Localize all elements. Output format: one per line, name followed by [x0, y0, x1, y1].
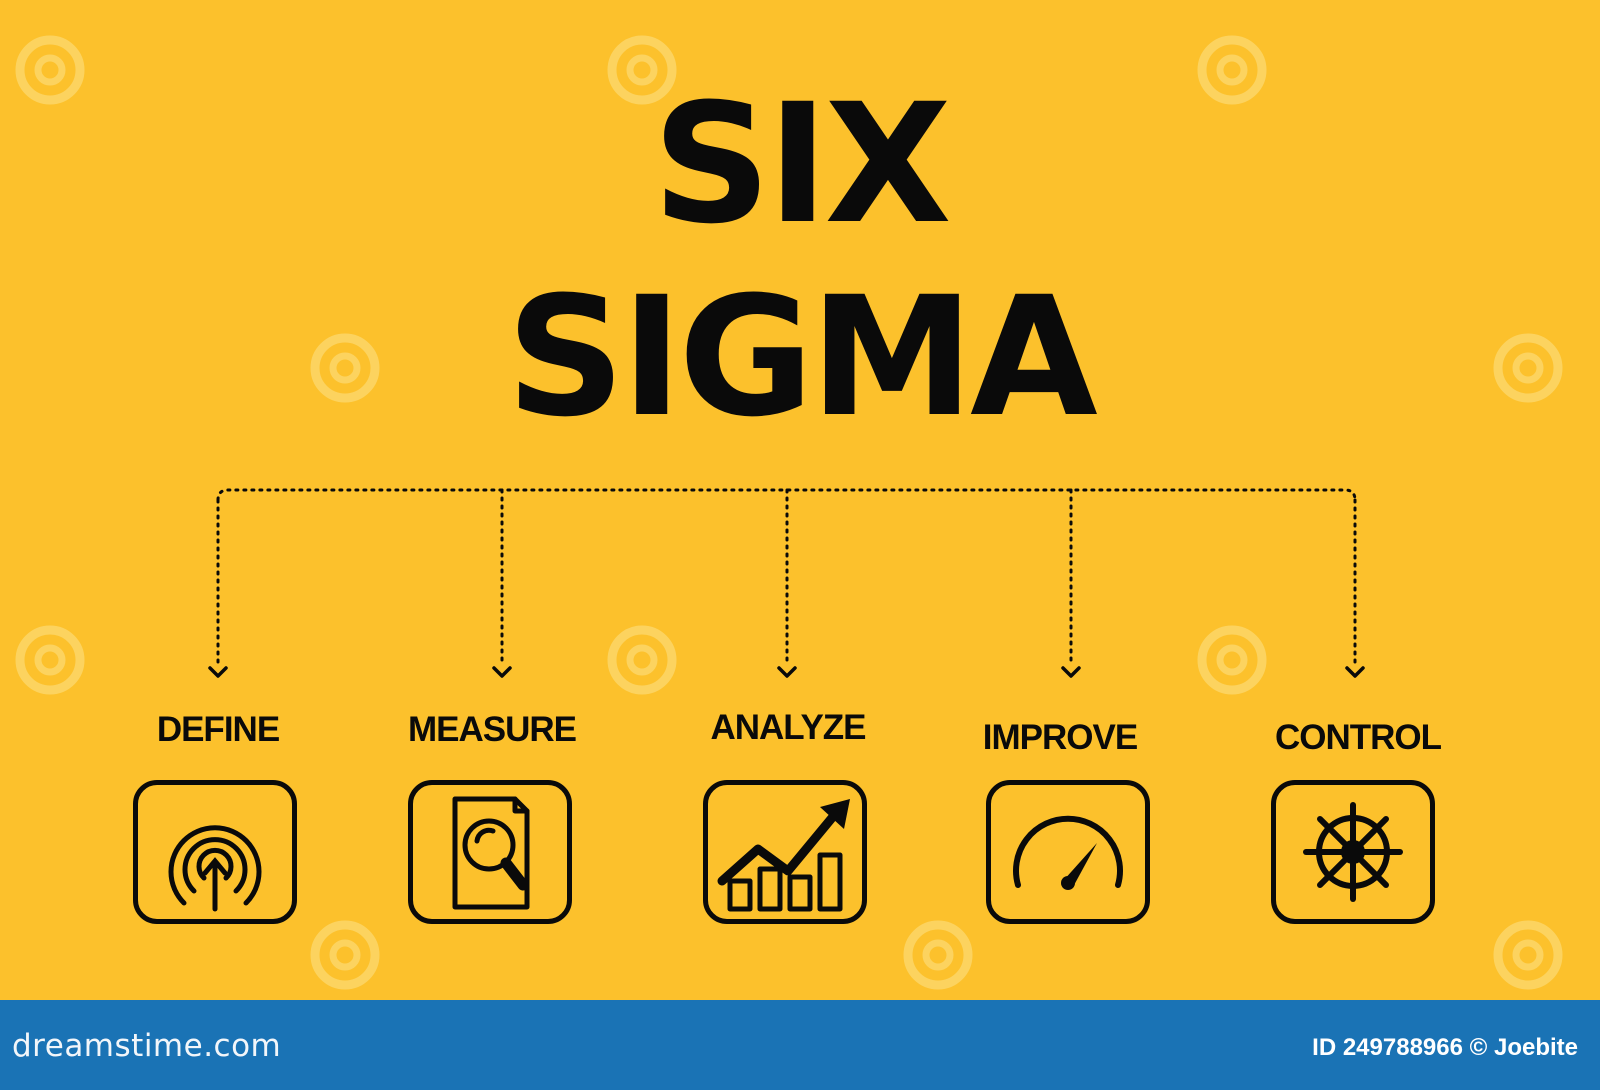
analyze-growth-chart-icon	[717, 799, 850, 912]
watermark-swirl-icon	[15, 35, 85, 105]
footer-credit: ID 249788966 © Joebite	[1312, 1034, 1578, 1061]
arrowhead-analyze	[777, 666, 797, 678]
watermark-swirl-icon	[607, 35, 677, 105]
improve-gauge-icon	[1013, 815, 1123, 890]
define-signal-icon	[168, 825, 262, 912]
watermark-swirl-icon	[1197, 35, 1267, 105]
step-label-measure: MEASURE	[407, 710, 577, 749]
step-label-improve: IMPROVE	[982, 718, 1138, 757]
watermark-swirl-icon	[310, 333, 380, 403]
title-line-1: SIX	[652, 68, 951, 260]
step-box-analyze	[703, 780, 867, 924]
step-label-control: CONTROL	[1274, 718, 1442, 757]
arrowhead-control	[1345, 666, 1365, 678]
measure-document-search-icon	[452, 796, 530, 910]
watermark-swirl-icon	[1197, 625, 1267, 695]
watermark-swirl-icon	[607, 625, 677, 695]
watermark-swirl-icon	[903, 920, 973, 990]
arrowhead-define	[208, 666, 228, 678]
step-label-define: DEFINE	[156, 710, 280, 749]
diagram-canvas: SIX SIGMA DEFINE MEASURE ANALYZE IMPROVE…	[15, 35, 1563, 990]
arrowhead-measure	[492, 666, 512, 678]
watermark-swirl-icon	[15, 625, 85, 695]
step-box-define	[133, 780, 297, 924]
arrowhead-improve	[1061, 666, 1081, 678]
step-box-improve	[986, 780, 1150, 924]
watermark-swirl-icon	[310, 920, 380, 990]
watermark-swirl-icon	[1493, 920, 1563, 990]
footer-brand: dreamstime.com	[12, 1028, 282, 1064]
step-box-control	[1271, 780, 1435, 924]
step-box-measure	[408, 780, 572, 924]
step-label-analyze: ANALYZE	[710, 708, 866, 747]
title-line-2: SIGMA	[506, 261, 1098, 453]
dotted-connectors	[208, 488, 1365, 678]
watermark-swirl-icon	[1493, 333, 1563, 403]
footer-bar: dreamstime.com ID 249788966 © Joebite	[0, 1000, 1600, 1090]
control-helm-wheel-icon	[1303, 802, 1403, 902]
